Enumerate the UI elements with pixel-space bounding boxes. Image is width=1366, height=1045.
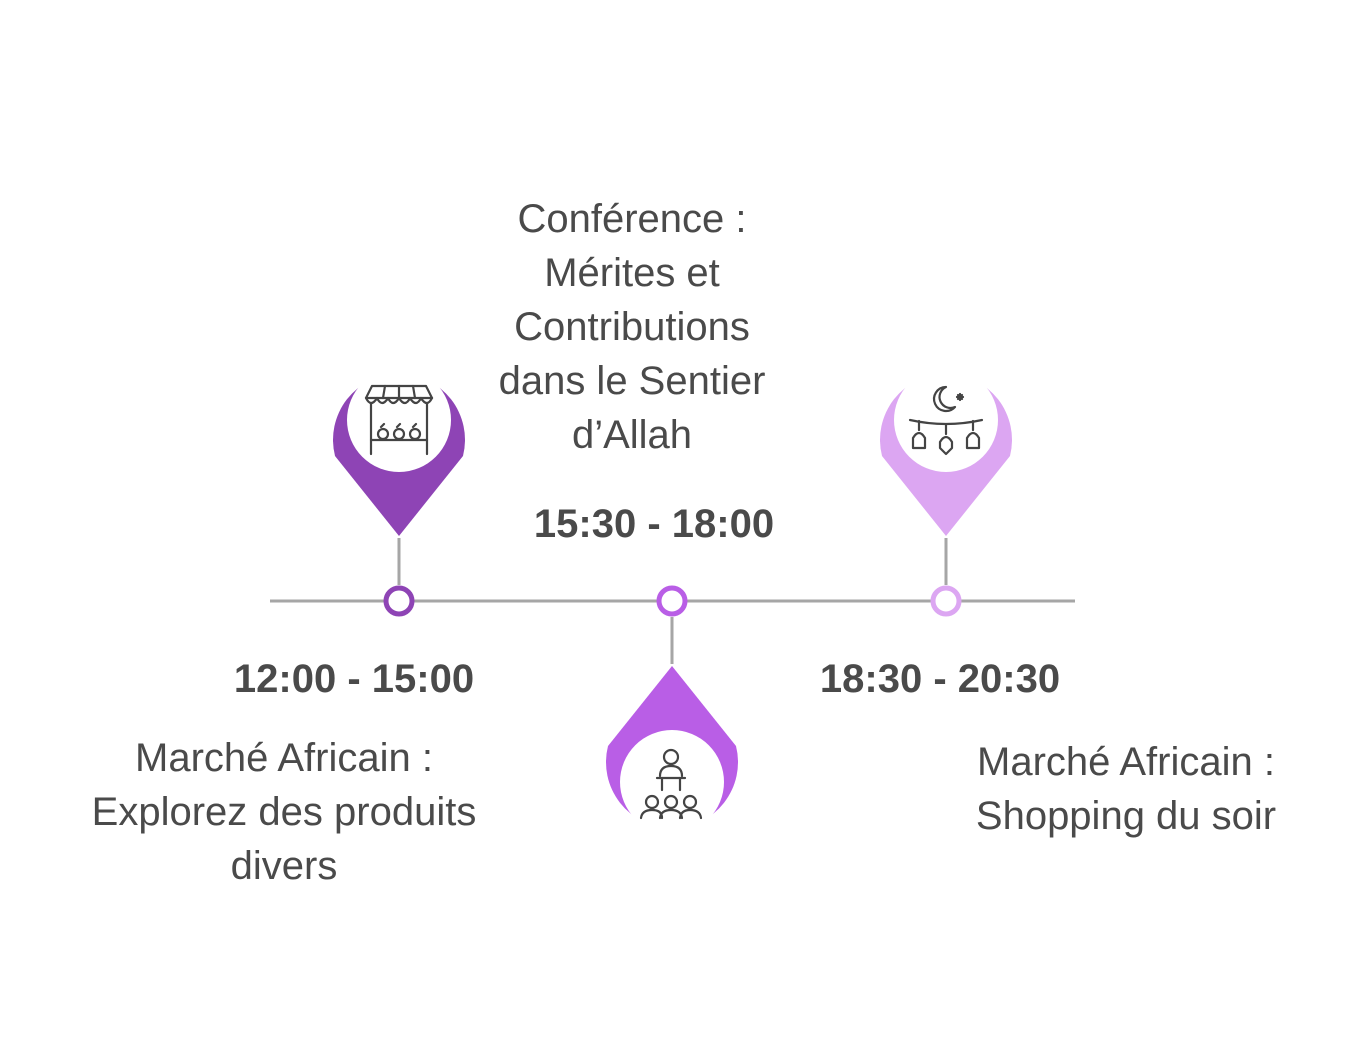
- title-line: divers: [230, 844, 338, 888]
- event-conference: [606, 585, 738, 834]
- title-line: Explorez des produits: [91, 790, 477, 834]
- event-time-conference: 15:30 - 18:00: [533, 502, 775, 546]
- title-line: Marché Africain :: [135, 736, 433, 780]
- event-title-conference: Conférence : Mérites et Contributions da…: [482, 192, 782, 462]
- timeline-node: [930, 585, 962, 617]
- market-stall-icon: [364, 384, 434, 456]
- title-line: Shopping du soir: [975, 794, 1277, 838]
- title-line: Conférence :: [517, 197, 747, 241]
- title-line: Mérites et: [544, 251, 720, 295]
- ramadan-lanterns-icon: [908, 385, 984, 456]
- event-title-marche-africain: Marché Africain : Explorez des produits …: [64, 731, 504, 893]
- event-title-shopping-soir: Marché Africain : Shopping du soir: [946, 735, 1306, 843]
- timeline-node: [383, 585, 415, 617]
- title-line: Marché Africain :: [977, 740, 1275, 784]
- title-line: dans le Sentier: [498, 359, 766, 403]
- event-time-shopping-soir: 18:30 - 20:30: [819, 657, 1061, 701]
- pin-inner-circle: [894, 368, 998, 472]
- pin-inner-circle: [347, 368, 451, 472]
- timeline-node: [656, 585, 688, 617]
- pin-inner-circle: [620, 730, 724, 834]
- event-time-marche-africain: 12:00 - 15:00: [233, 657, 475, 701]
- event-marche-africain: [333, 368, 465, 617]
- title-line: Contributions: [514, 305, 750, 349]
- audience-speaker-icon: [639, 748, 703, 820]
- event-shopping-soir: [880, 368, 1012, 617]
- title-line: d’Allah: [571, 413, 693, 457]
